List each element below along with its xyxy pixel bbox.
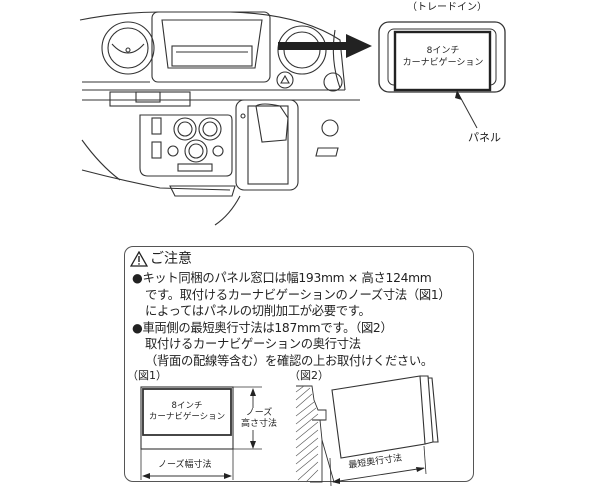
caution-item-2-line-2: 取付けるカーナビゲーションの奥行寸法 xyxy=(145,337,361,352)
dashboard-illustration xyxy=(79,11,506,226)
navi-name-text: カーナビゲーション xyxy=(148,412,226,422)
caution-text: ●キット同梱のパネル窓口は幅193mm × 高さ124mm です。取付けるカーナ… xyxy=(132,270,451,370)
caution-item-1-line-2: です。取付けるカーナビゲーションのノーズ寸法（図1） xyxy=(145,287,451,302)
tradein-label: （トレードイン） xyxy=(407,2,487,13)
caution-box xyxy=(124,246,474,482)
arrow-right-icon xyxy=(278,34,372,58)
panel-frame xyxy=(378,21,506,93)
warning-triangle-icon xyxy=(130,251,148,267)
nose-height-line1: ノーズ xyxy=(245,408,273,418)
caution-item-1-line-1: ●キット同梱のパネル窓口は幅193mm × 高さ124mm xyxy=(132,270,450,287)
caution-text-line: キット同梱のパネル窓口は幅193mm × 高さ124mm xyxy=(142,271,432,285)
figure2-label: （図2） xyxy=(289,369,329,382)
caution-text-line: 車両側の最短奥行寸法は187mmです。（図2） xyxy=(142,320,393,335)
navi-size-text: 8インチ xyxy=(171,401,203,411)
nose-height-line2: 高さ寸法 xyxy=(241,419,278,429)
navi-name-text: カーナビゲーション xyxy=(402,58,484,68)
caution-heading: ご注意 xyxy=(130,250,192,268)
caution-item-1-line-3: によってはパネルの切削加工が必要です。 xyxy=(145,304,371,319)
navi-size-text: 8インチ xyxy=(426,46,460,56)
caution-item-2-line-1: ●車両側の最短奥行寸法は187mmです。（図2） xyxy=(132,320,450,337)
navi-label-top: 8インチ カーナビゲーション xyxy=(397,45,489,69)
panel-label: パネル xyxy=(468,131,501,144)
nose-height-label: ノーズ 高さ寸法 xyxy=(240,408,279,430)
figure1-label: （図1） xyxy=(127,369,167,382)
caution-item-2-line-3: （背面の配線等含む）を確認の上お取付けください。 xyxy=(145,353,433,368)
bullet: ● xyxy=(132,271,143,285)
nose-width-label: ノーズ幅寸法 xyxy=(158,460,212,470)
caution-title: ご注意 xyxy=(150,251,192,267)
bullet: ● xyxy=(132,320,143,335)
figure1-navi-label: 8インチ カーナビゲーション xyxy=(143,401,231,423)
